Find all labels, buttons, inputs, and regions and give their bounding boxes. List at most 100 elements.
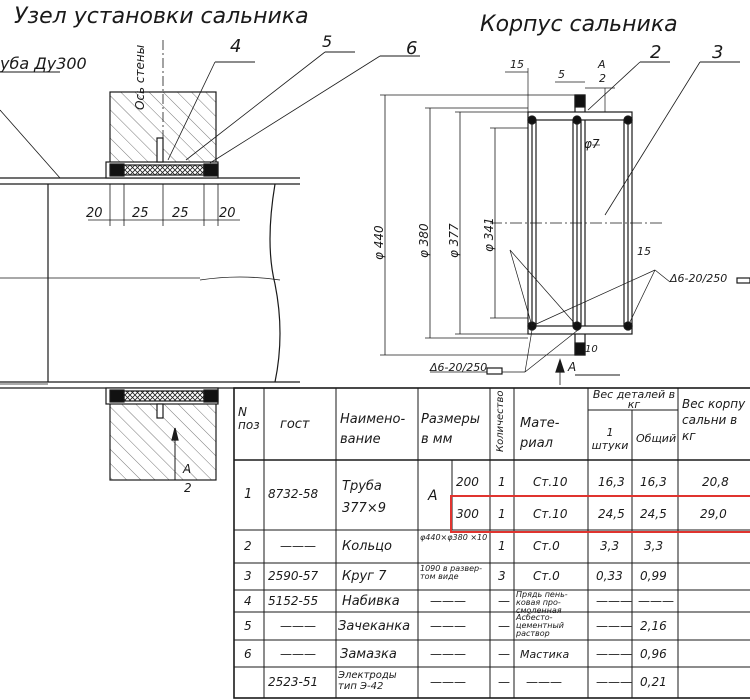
housing-callout-3: 3 xyxy=(712,42,724,63)
th-sizes: Размеры в мм xyxy=(421,412,481,447)
wall-axis-label: Ось стены xyxy=(133,44,147,110)
r5-wt: 2,16 xyxy=(640,619,667,633)
housing-callout-2: 2 xyxy=(650,42,662,63)
r1b-wh: 29,0 xyxy=(700,507,727,521)
r2-gost: ——— xyxy=(280,539,316,553)
r2-w1: 3,3 xyxy=(600,539,620,553)
housing-dia-380: φ 380 xyxy=(417,223,431,258)
r2-wt: 3,3 xyxy=(644,539,664,553)
r4-size-a: ——— xyxy=(430,594,466,608)
r4-qty: — xyxy=(498,594,510,608)
r5-qty: — xyxy=(498,619,510,633)
dim-20-left: 20 xyxy=(86,206,103,221)
housing-section-a: A xyxy=(568,360,577,374)
th-material: Мате- риал xyxy=(520,416,560,451)
th-weight-details: Вес деталей в кг xyxy=(592,388,676,411)
r1-size-b: 200 xyxy=(456,475,479,489)
r7-wt: 0,21 xyxy=(640,675,667,689)
r1b-qty: 1 xyxy=(498,507,506,521)
r7-size-a: ——— xyxy=(430,675,466,689)
callout-4: 4 xyxy=(230,36,242,57)
weld-left-label: Δ6-20/250 xyxy=(430,361,488,374)
dim-25-left: 25 xyxy=(132,206,149,221)
assembly-title: Узел установки сальника xyxy=(14,4,309,29)
r4-pos: 4 xyxy=(244,594,252,608)
callout-6: 6 xyxy=(406,38,418,59)
dim-20-right: 20 xyxy=(219,206,236,221)
housing-dia-440: φ 440 xyxy=(372,225,386,260)
housing-view xyxy=(380,61,750,385)
housing-title: Корпус сальника xyxy=(480,12,678,37)
th-qty: Количество xyxy=(495,390,506,452)
r6-qty: — xyxy=(498,647,510,661)
r5-name: Зачеканка xyxy=(338,619,411,634)
r1-qty: 1 xyxy=(498,475,506,489)
r6-w1: ——— xyxy=(596,647,632,661)
r6-size-a: ——— xyxy=(430,647,466,661)
th-gost: гост xyxy=(280,417,310,432)
callout-5: 5 xyxy=(322,32,333,51)
housing-sec-den: 2 xyxy=(599,72,606,85)
r7-w1: ——— xyxy=(596,675,632,689)
r4-name: Набивка xyxy=(342,594,400,609)
r4-gost: 5152-55 xyxy=(268,594,319,608)
r6-name: Замазка xyxy=(340,647,397,662)
r1-pos: 1 xyxy=(244,487,253,502)
r4-material: Прядь пень- ковая про- смоленная xyxy=(516,590,568,615)
r6-wt: 0,96 xyxy=(640,647,667,661)
housing-dim-10: 10 xyxy=(585,344,598,355)
r6-gost: ——— xyxy=(280,647,316,661)
weld-right-label: Δ6-20/250 xyxy=(670,272,728,285)
th-weight-housing: Вес корпу сальни в кг xyxy=(682,397,746,443)
r5-pos: 5 xyxy=(244,619,252,633)
r6-material: Мастика xyxy=(520,648,570,661)
r5-gost: ——— xyxy=(280,619,316,633)
r1b-material: Ст.10 xyxy=(533,507,568,521)
r3-name: Круг 7 xyxy=(342,569,387,584)
r5-size-a: ——— xyxy=(430,619,466,633)
housing-dim-15: 15 xyxy=(510,58,524,71)
section-den: 2 xyxy=(184,481,192,495)
section-num: A xyxy=(183,462,192,476)
housing-dim-5: 5 xyxy=(558,68,565,81)
r3-w1: 0,33 xyxy=(596,569,623,583)
r2-pos: 2 xyxy=(244,539,252,553)
r4-w1: ——— xyxy=(596,594,632,608)
dim-25-right: 25 xyxy=(172,206,189,221)
housing-dia-341: φ 341 xyxy=(482,217,496,252)
th-pos: N поз xyxy=(238,405,260,432)
housing-dia-7: φ7 xyxy=(584,137,600,151)
r2-size-a: φ440×φ380 ×10 xyxy=(420,533,488,542)
housing-dia-377: φ 377 xyxy=(447,223,461,258)
r2-name: Кольцо xyxy=(342,539,392,554)
r2-material: Ст.0 xyxy=(533,539,560,553)
r3-gost: 2590-57 xyxy=(268,569,319,583)
r1b-wt: 24,5 xyxy=(640,507,667,521)
r4-wt: ——— xyxy=(638,594,674,608)
r3-material: Ст.0 xyxy=(533,569,560,583)
r3-wt: 0,99 xyxy=(640,569,667,583)
r1-name: Труба 377×9 xyxy=(342,479,386,516)
r7-qty: — xyxy=(498,675,510,689)
th-weight-one: 1 штуки xyxy=(591,426,629,452)
r1-wt: 16,3 xyxy=(640,475,667,489)
r7-gost: 2523-51 xyxy=(268,675,319,689)
r3-qty: 3 xyxy=(498,569,506,583)
r1-material: Ст.10 xyxy=(533,475,568,489)
housing-dim-15b: 15 xyxy=(637,245,651,258)
r7-name: Электроды тип Э-42 xyxy=(338,670,397,692)
r1b-size-b: 300 xyxy=(456,507,479,521)
highlight-box xyxy=(450,495,750,533)
r3-size-a: 1090 в развер- том виде xyxy=(420,564,482,581)
r5-material: Асбесто- цементный раствор xyxy=(516,613,564,638)
pipe-label: уба Ду300 xyxy=(0,54,87,73)
r1b-w1: 24,5 xyxy=(598,507,625,521)
r5-w1: ——— xyxy=(596,619,632,633)
r1-gost: 8732-58 xyxy=(268,487,319,501)
r1-w1: 16,3 xyxy=(598,475,625,489)
r1-size-a: A xyxy=(428,488,438,504)
r1-wh: 20,8 xyxy=(702,475,729,489)
r2-qty: 1 xyxy=(498,539,506,553)
r3-pos: 3 xyxy=(244,569,252,583)
